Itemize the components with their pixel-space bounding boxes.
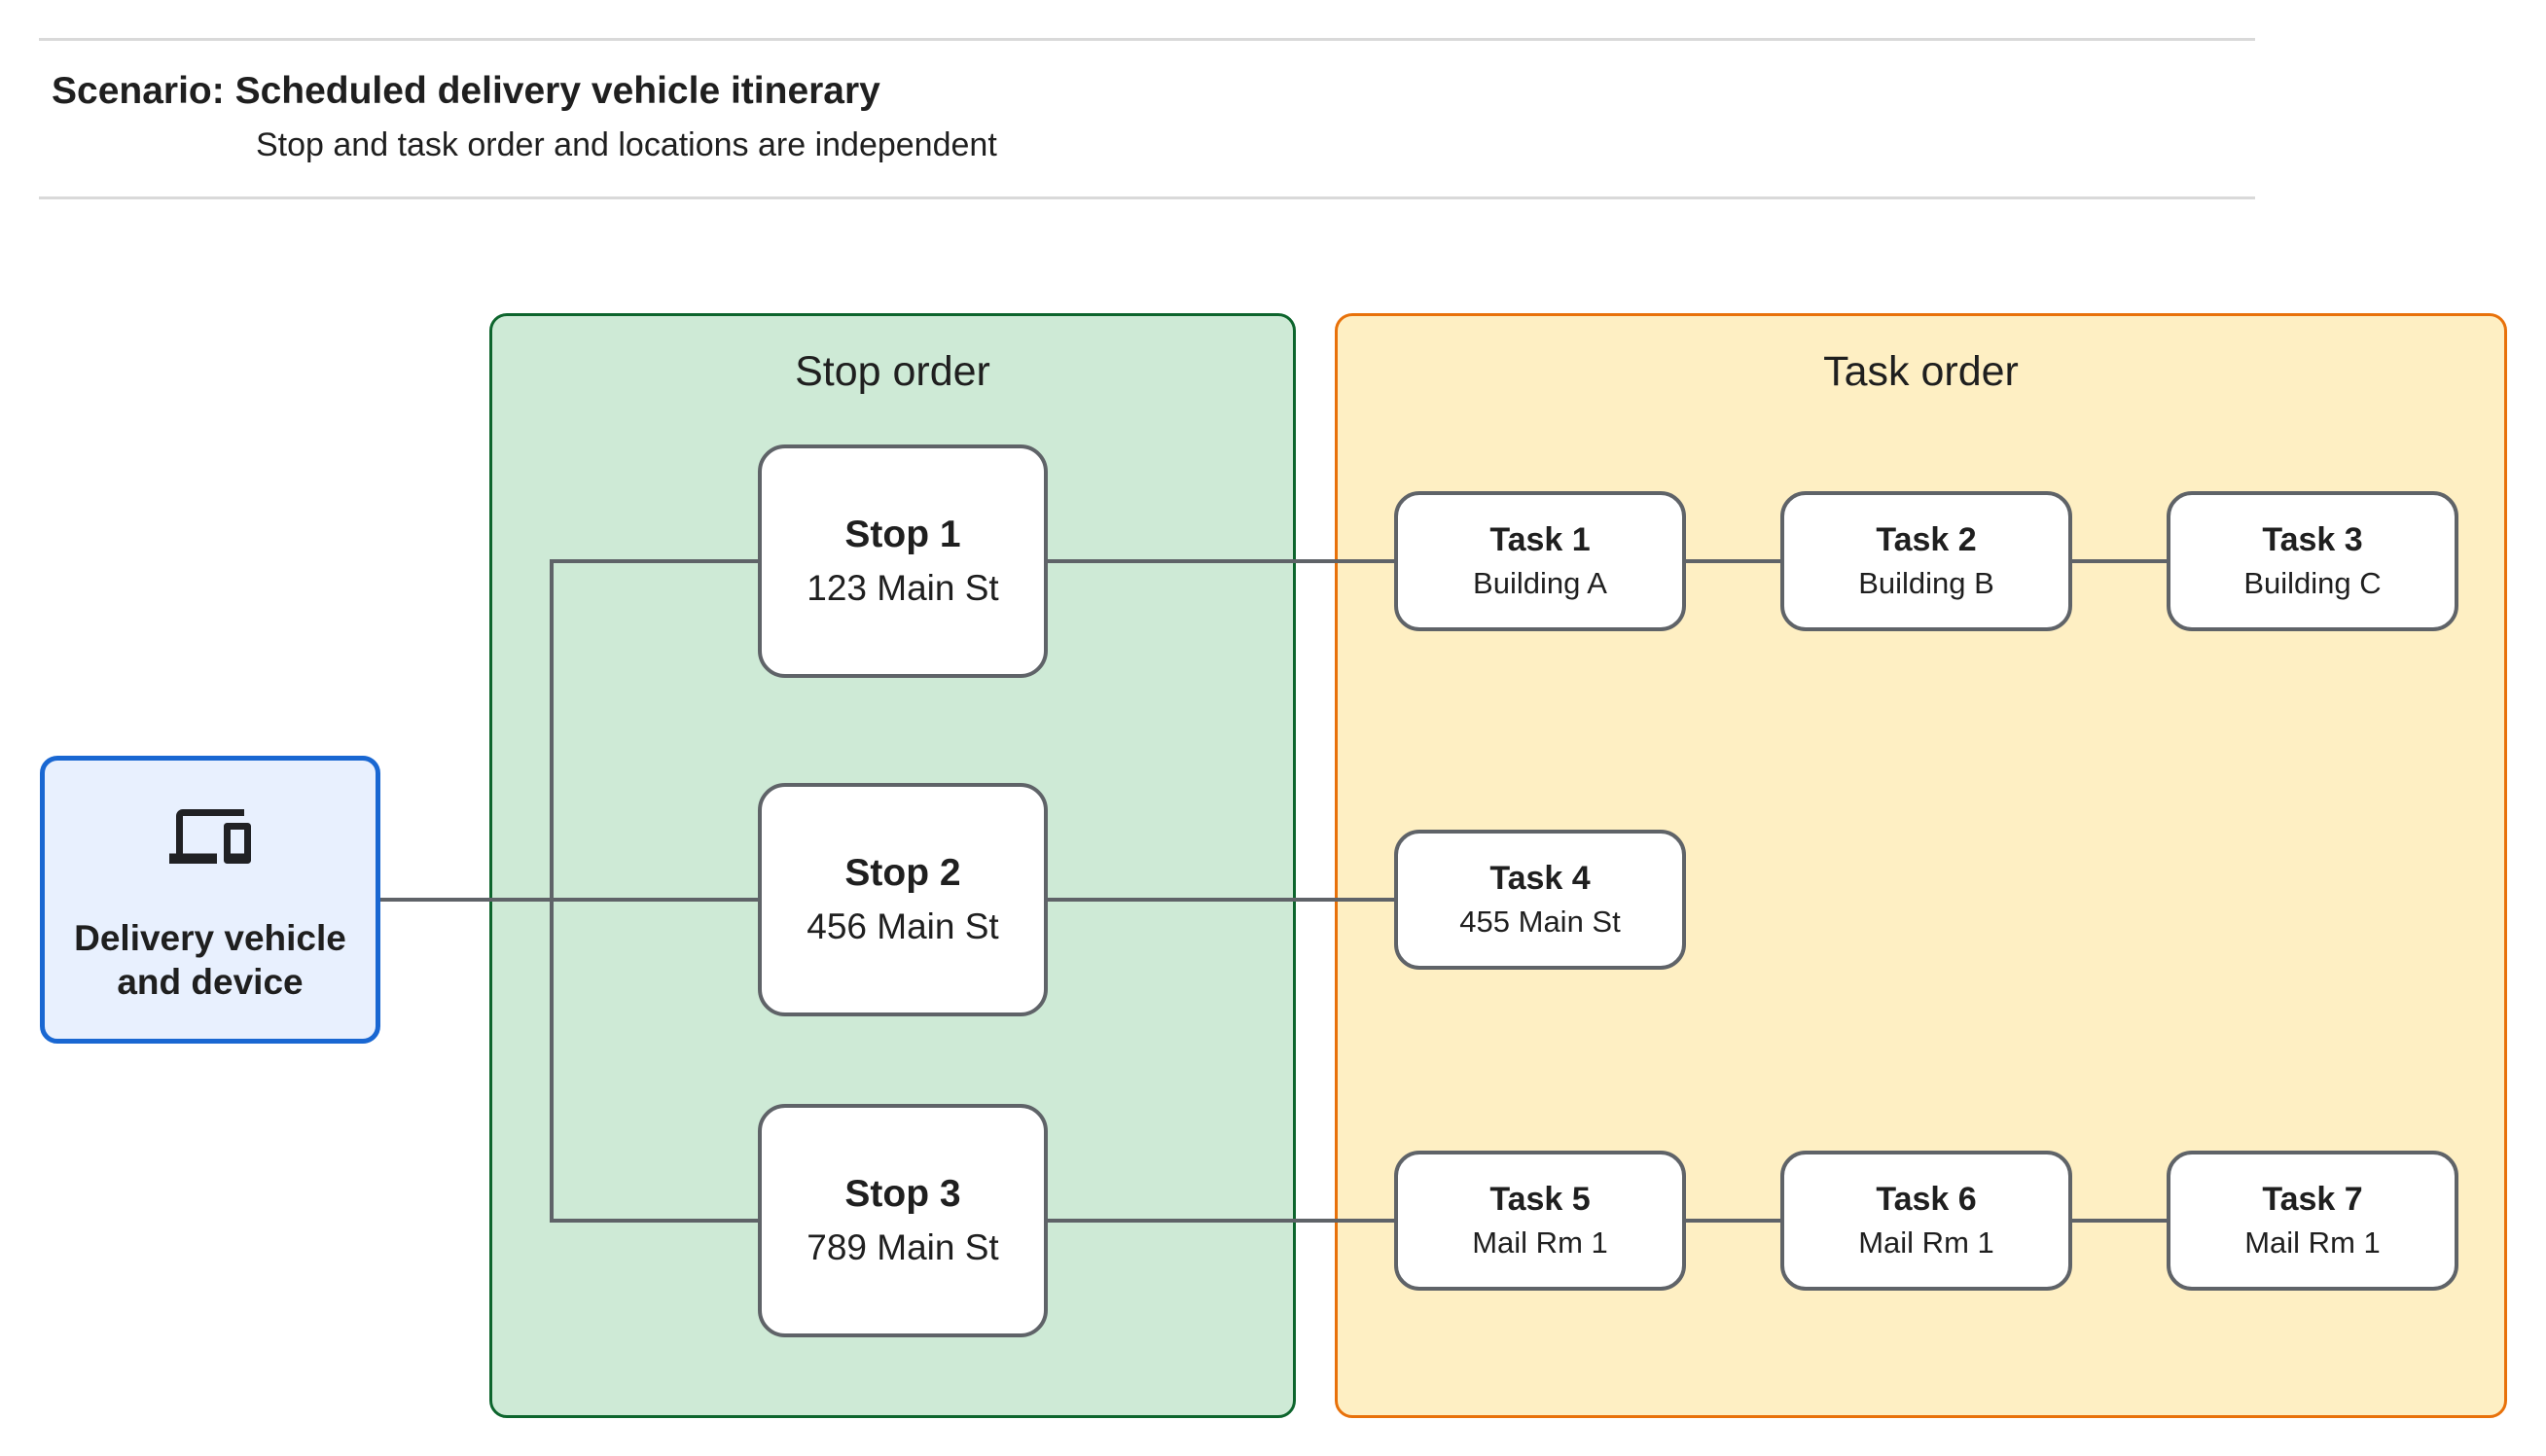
stop-1-name: Stop 1 bbox=[844, 514, 961, 555]
connector-task5-to-task6 bbox=[1684, 1219, 1781, 1223]
connector-trunk-vertical bbox=[550, 559, 554, 1223]
stop-3-location: 789 Main St bbox=[807, 1227, 999, 1267]
task-3-node: Task 3 Building C bbox=[2167, 491, 2458, 631]
connector-stop1-to-task1 bbox=[1046, 559, 1394, 563]
task-1-name: Task 1 bbox=[1489, 521, 1591, 558]
connector-stop3-to-task5 bbox=[1046, 1219, 1394, 1223]
task-5-location: Mail Rm 1 bbox=[1472, 1225, 1608, 1260]
delivery-vehicle-node: Delivery vehicle and device bbox=[40, 756, 380, 1044]
task-4-node: Task 4 455 Main St bbox=[1394, 830, 1686, 970]
task-7-location: Mail Rm 1 bbox=[2244, 1225, 2381, 1260]
task-1-node: Task 1 Building A bbox=[1394, 491, 1686, 631]
connector-trunk-to-stop1 bbox=[550, 559, 758, 563]
stop-2-location: 456 Main St bbox=[807, 906, 999, 946]
stop-3-node: Stop 3 789 Main St bbox=[758, 1104, 1048, 1337]
top-divider bbox=[39, 38, 2255, 41]
stop-3-name: Stop 3 bbox=[844, 1173, 961, 1215]
task-7-name: Task 7 bbox=[2262, 1181, 2363, 1218]
delivery-vehicle-label: Delivery vehicle and device bbox=[74, 916, 346, 1004]
devices-icon bbox=[161, 796, 259, 877]
connector-device-to-stop2 bbox=[378, 898, 758, 902]
task-3-location: Building C bbox=[2243, 566, 2382, 600]
page-title: Scenario: Scheduled delivery vehicle iti… bbox=[52, 70, 880, 112]
task-7-node: Task 7 Mail Rm 1 bbox=[2167, 1151, 2458, 1291]
connector-stop2-to-task4 bbox=[1046, 898, 1394, 902]
stop-1-node: Stop 1 123 Main St bbox=[758, 444, 1048, 678]
delivery-vehicle-label-line1: Delivery vehicle bbox=[74, 918, 346, 958]
stop-2-name: Stop 2 bbox=[844, 852, 961, 894]
connector-trunk-to-stop3 bbox=[550, 1219, 758, 1223]
task-6-location: Mail Rm 1 bbox=[1858, 1225, 1994, 1260]
connector-task1-to-task2 bbox=[1684, 559, 1781, 563]
page-subtitle: Stop and task order and locations are in… bbox=[256, 126, 997, 163]
task-5-node: Task 5 Mail Rm 1 bbox=[1394, 1151, 1686, 1291]
connector-task6-to-task7 bbox=[2070, 1219, 2168, 1223]
task-4-name: Task 4 bbox=[1489, 860, 1591, 897]
task-4-location: 455 Main St bbox=[1459, 905, 1621, 939]
connector-task2-to-task3 bbox=[2070, 559, 2168, 563]
task-5-name: Task 5 bbox=[1489, 1181, 1591, 1218]
stop-1-location: 123 Main St bbox=[807, 568, 999, 608]
header-divider bbox=[39, 196, 2255, 199]
task-6-node: Task 6 Mail Rm 1 bbox=[1780, 1151, 2072, 1291]
stop-2-node: Stop 2 456 Main St bbox=[758, 783, 1048, 1016]
task-2-node: Task 2 Building B bbox=[1780, 491, 2072, 631]
task-3-name: Task 3 bbox=[2262, 521, 2363, 558]
task-6-name: Task 6 bbox=[1876, 1181, 1977, 1218]
task-2-name: Task 2 bbox=[1876, 521, 1977, 558]
stop-order-panel-title: Stop order bbox=[795, 348, 990, 395]
task-order-panel-title: Task order bbox=[1823, 348, 2019, 395]
task-2-location: Building B bbox=[1858, 566, 1994, 600]
delivery-vehicle-label-line2: and device bbox=[117, 962, 304, 1002]
task-1-location: Building A bbox=[1473, 566, 1607, 600]
